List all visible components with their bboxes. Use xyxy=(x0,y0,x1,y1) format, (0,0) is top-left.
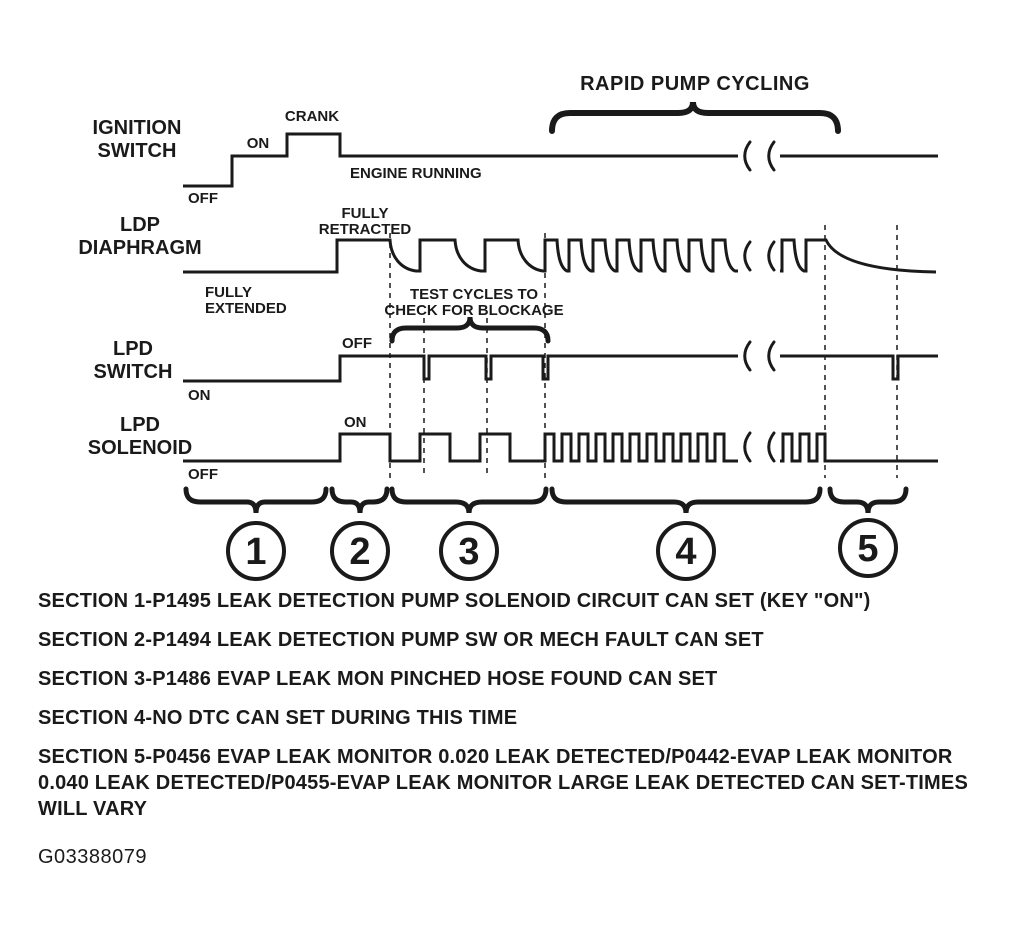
section-1-note: SECTION 1-P1495 LEAK DETECTION PUMP SOLE… xyxy=(38,590,871,612)
section-4-note: SECTION 4-NO DTC CAN SET DURING THIS TIM… xyxy=(38,707,518,729)
section-marker-4: 4 xyxy=(656,521,716,581)
section-2-brace xyxy=(329,486,390,514)
ignition-on-label: ON xyxy=(247,135,270,152)
switch-on-label: ON xyxy=(188,387,211,404)
section-marker-1: 1 xyxy=(226,521,286,581)
section-marker-circle xyxy=(330,521,390,581)
rapid-pump-cycling-brace xyxy=(549,101,841,134)
ignition-switch-row: IGNITION SWITCH OFF ON CRANK ENGINE RUNN… xyxy=(93,108,938,207)
ldp-diaphragm-name-line2: DIAPHRAGM xyxy=(78,237,201,259)
section-marker-number: 2 xyxy=(349,531,370,573)
timing-diagram-canvas: RAPID PUMP CYCLING IGNITION SWITCH OFF O… xyxy=(78,73,938,581)
fully-retracted-label-line2: RETRACTED xyxy=(319,221,412,238)
lpd-solenoid-name-line2: SOLENOID xyxy=(88,437,192,459)
test-cycles-brace xyxy=(389,316,551,344)
line-break-mark xyxy=(767,431,776,463)
section-3-brace xyxy=(389,486,549,514)
line-break-mark xyxy=(743,431,752,463)
solenoid-on-label: ON xyxy=(344,414,367,431)
ldp-diaphragm-waveform xyxy=(183,238,937,274)
lpd-switch-name-line1: LPD xyxy=(113,338,153,360)
section-5-note: SECTION 5-P0456 EVAP LEAK MONITOR 0.020 … xyxy=(38,746,968,820)
ldp-diaphragm-row: LDP DIAPHRAGM FULLY RETRACTED FULLY EXTE… xyxy=(78,205,937,317)
section-2-note: SECTION 2-P1494 LEAK DETECTION PUMP SW O… xyxy=(38,629,764,651)
section-marker-2: 2 xyxy=(330,521,390,581)
section-marker-circle xyxy=(226,521,286,581)
section-5-brace xyxy=(827,486,909,514)
section-4-brace xyxy=(549,486,823,514)
ignition-waveform xyxy=(183,132,938,188)
ldp-diaphragm-name-line1: LDP xyxy=(120,214,160,236)
rapid-pump-cycling-label: RAPID PUMP CYCLING xyxy=(580,73,810,95)
section-marker-number: 3 xyxy=(458,531,479,573)
section-marker-circle xyxy=(439,521,499,581)
line-break-mark xyxy=(743,140,752,172)
lpd-switch-waveform xyxy=(183,354,938,383)
lpd-switch-name-line2: SWITCH xyxy=(94,361,173,383)
lpd-solenoid-row: LPD SOLENOID ON OFF xyxy=(88,414,938,483)
test-cycles-label-line2: CHECK FOR BLOCKAGE xyxy=(384,302,563,319)
ignition-crank-label: CRANK xyxy=(285,108,339,125)
switch-off-label: OFF xyxy=(342,335,372,352)
lpd-solenoid-name-line1: LPD xyxy=(120,414,160,436)
section-marker-3: 3 xyxy=(439,521,499,581)
ignition-switch-name-line2: SWITCH xyxy=(98,140,177,162)
ignition-off-label: OFF xyxy=(188,190,218,207)
line-break-mark xyxy=(743,340,752,372)
line-break-mark xyxy=(743,240,752,272)
section-marker-number: 4 xyxy=(675,531,696,573)
engine-running-label: ENGINE RUNNING xyxy=(350,165,482,182)
figure-id: G03388079 xyxy=(38,846,148,868)
section-1-brace xyxy=(183,486,329,514)
line-break-mark xyxy=(767,240,776,272)
fully-extended-label-line2: EXTENDED xyxy=(205,300,287,317)
lpd-solenoid-waveform xyxy=(183,432,938,463)
lpd-switch-row: LPD SWITCH OFF ON xyxy=(94,335,938,404)
section-notes: SECTION 1-P1495 LEAK DETECTION PUMP SOLE… xyxy=(38,588,998,883)
section-marker-5: 5 xyxy=(838,518,898,578)
section-marker-number: 5 xyxy=(857,528,878,570)
test-cycles-label-line1: TEST CYCLES TO xyxy=(410,286,538,303)
line-break-mark xyxy=(767,140,776,172)
fully-retracted-label-line1: FULLY xyxy=(342,205,389,222)
section-marker-circle xyxy=(656,521,716,581)
section-marker-number: 1 xyxy=(245,531,266,573)
fully-extended-label-line1: FULLY xyxy=(205,284,252,301)
ignition-switch-name-line1: IGNITION xyxy=(93,117,182,139)
line-break-mark xyxy=(767,340,776,372)
section-marker-circle xyxy=(838,518,898,578)
solenoid-off-label: OFF xyxy=(188,466,218,483)
section-3-note: SECTION 3-P1486 EVAP LEAK MON PINCHED HO… xyxy=(38,668,718,690)
